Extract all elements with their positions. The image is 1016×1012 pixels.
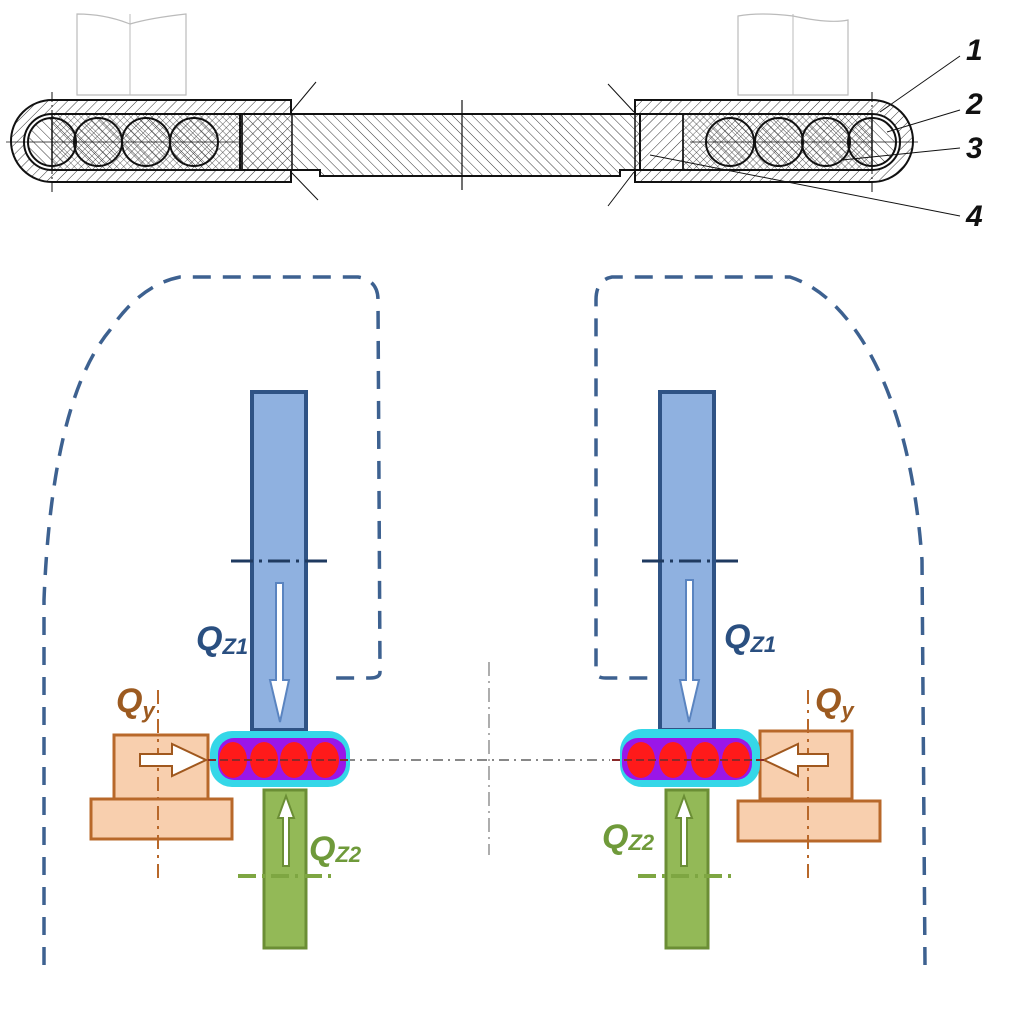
- left-assembly: [89, 390, 350, 950]
- left-dashed-outline: [42, 275, 382, 965]
- callout-4: 4: [965, 200, 983, 233]
- central-plate: [239, 113, 641, 177]
- right-dashed-outline: [594, 275, 927, 966]
- left-qz2-arrow: [276, 793, 296, 867]
- right-qy-arrow: [761, 742, 829, 778]
- left-qy-label: Qy: [116, 682, 156, 723]
- left-qy-arrow: [139, 742, 209, 778]
- left-qz2-label: QZ2: [309, 830, 362, 868]
- right-assembly: [612, 390, 882, 950]
- left-lower-roll: [262, 788, 308, 950]
- right-qz1-label: QZ1: [724, 618, 776, 657]
- left-jacket: [10, 99, 292, 183]
- left-roller-outline: [76, 13, 187, 96]
- left-qz1-arrow: [268, 582, 291, 723]
- right-qz1-arrow: [678, 579, 701, 723]
- right-qz2-label: QZ2: [602, 818, 655, 856]
- callout-2: 2: [965, 88, 983, 121]
- right-qy-label: Qy: [815, 682, 855, 723]
- left-guide-base: [89, 797, 234, 841]
- callout-3: 3: [966, 132, 983, 165]
- force-scheme: QZ1 Qy QZ2 QZ1 Qy QZ2: [42, 275, 927, 966]
- right-qz2-arrow: [674, 793, 694, 867]
- belt-cross-section: 1 2 3 4: [6, 13, 983, 233]
- callout-1: 1: [966, 34, 983, 67]
- left-qz1-label: QZ1: [196, 620, 248, 659]
